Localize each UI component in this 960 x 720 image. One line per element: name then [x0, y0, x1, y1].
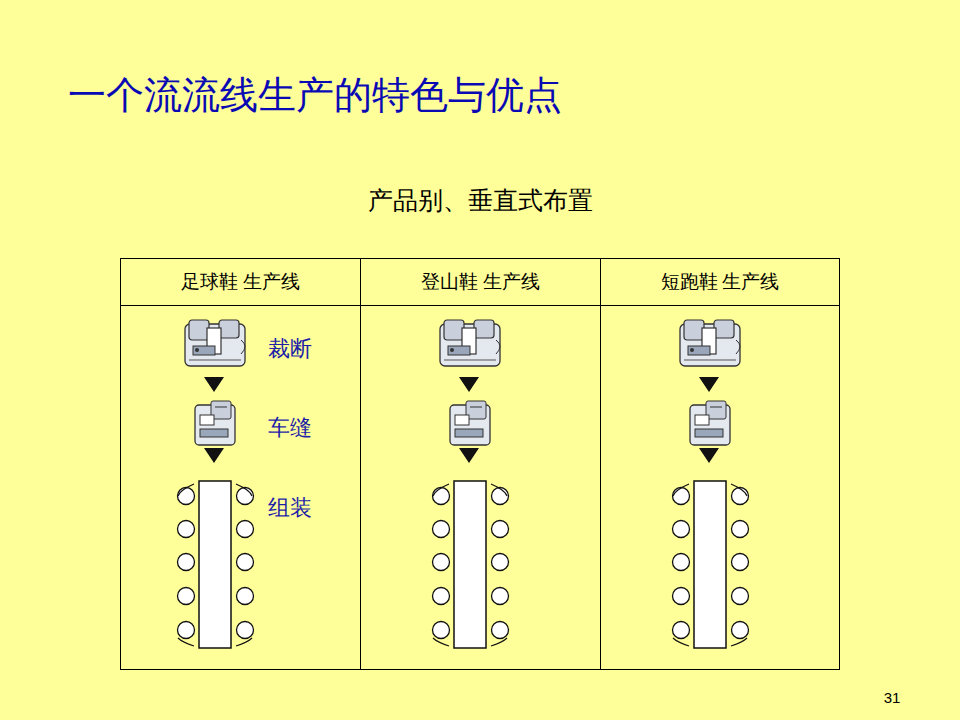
column-header: 短跑鞋 生产线	[601, 259, 839, 306]
line-figure	[433, 320, 509, 648]
line-figure	[178, 320, 254, 648]
page-number: 31	[884, 689, 901, 706]
column-header: 足球鞋 生产线	[121, 259, 360, 306]
step-label: 车缝	[268, 413, 312, 443]
column-header: 登山鞋 生产线	[361, 259, 600, 306]
line-figure	[673, 320, 749, 648]
slide-title: 一个流流线生产的特色与优点	[68, 70, 562, 121]
flow-arrowhead	[459, 377, 479, 392]
sewing-machine-icon	[195, 401, 235, 445]
flow-arrowhead	[459, 448, 479, 463]
step-label: 组装	[268, 493, 312, 523]
production-line-column: 登山鞋 生产线	[360, 258, 601, 670]
flow-arrowhead	[204, 377, 224, 392]
production-line-column: 短跑鞋 生产线	[600, 258, 840, 670]
subtitle: 产品别、垂直式布置	[368, 184, 593, 217]
step-label: 裁断	[268, 334, 312, 364]
sewing-machine-icon	[690, 401, 730, 445]
assembly-line	[433, 481, 509, 648]
cutting-machine-icon	[185, 320, 245, 366]
assembly-line	[673, 481, 749, 648]
flow-arrowhead	[699, 448, 719, 463]
assembly-line	[178, 481, 254, 648]
flow-arrowhead	[699, 377, 719, 392]
flow-arrowhead	[204, 448, 224, 463]
sewing-machine-icon	[450, 401, 490, 445]
production-line-column: 足球鞋 生产线	[120, 258, 361, 670]
cutting-machine-icon	[680, 320, 740, 366]
cutting-machine-icon	[440, 320, 500, 366]
